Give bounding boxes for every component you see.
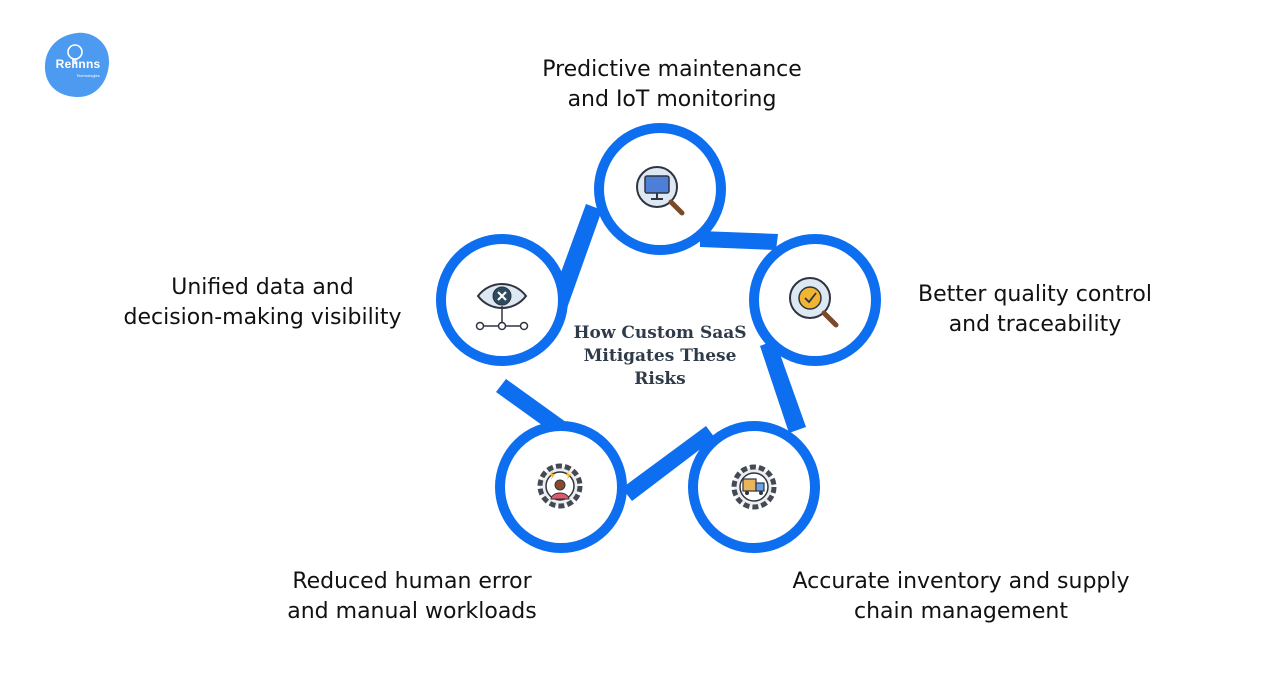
monitor-magnifier-icon: [636, 166, 685, 216]
label-predictive-line-1: Predictive maintenance: [542, 57, 802, 82]
label-quality-line-1: Better quality control: [918, 282, 1152, 307]
relinns-logo[interactable]: Relinns Technologies: [42, 30, 112, 100]
label-inventory-line-2: chain management: [854, 599, 1068, 624]
eye-network-icon: [475, 283, 529, 331]
label-quality-control: Better quality control and traceability: [895, 280, 1175, 340]
center-title-line-3: Risks: [634, 369, 686, 389]
label-human-line-1: Reduced human error: [292, 569, 532, 594]
label-human-error: Reduced human error and manual workloads: [262, 567, 562, 627]
label-inventory-management: Accurate inventory and supply chain mana…: [770, 567, 1152, 627]
connector-predictive-quality: [700, 231, 778, 250]
label-predictive-maintenance: Predictive maintenance and IoT monitorin…: [522, 55, 822, 115]
label-quality-line-2: and traceability: [948, 312, 1122, 337]
center-title: How Custom SaaS Mitigates These Risks: [560, 322, 760, 391]
label-visibility-line-1: Unified data and: [171, 275, 354, 300]
center-title-line-1: How Custom SaaS: [573, 323, 747, 343]
center-title-line-2: Mitigates These: [583, 346, 737, 366]
label-human-line-2: and manual workloads: [287, 599, 537, 624]
quality-badge-magnifier-icon: [789, 277, 839, 328]
inventory-truck-gear-icon: [731, 464, 777, 510]
label-predictive-line-2: and IoT monitoring: [567, 87, 777, 112]
stressed-worker-gear-icon: [537, 463, 583, 509]
logo-wordmark: Relinns: [55, 57, 101, 71]
connector-quality-inventory: [760, 340, 806, 433]
label-visibility-line-2: decision-making visibility: [123, 305, 402, 330]
label-inventory-line-1: Accurate inventory and supply: [792, 569, 1130, 594]
connector-inventory-human: [622, 426, 715, 501]
label-data-visibility: Unified data and decision-making visibil…: [105, 273, 420, 333]
logo-tagline: Technologies: [76, 73, 100, 78]
